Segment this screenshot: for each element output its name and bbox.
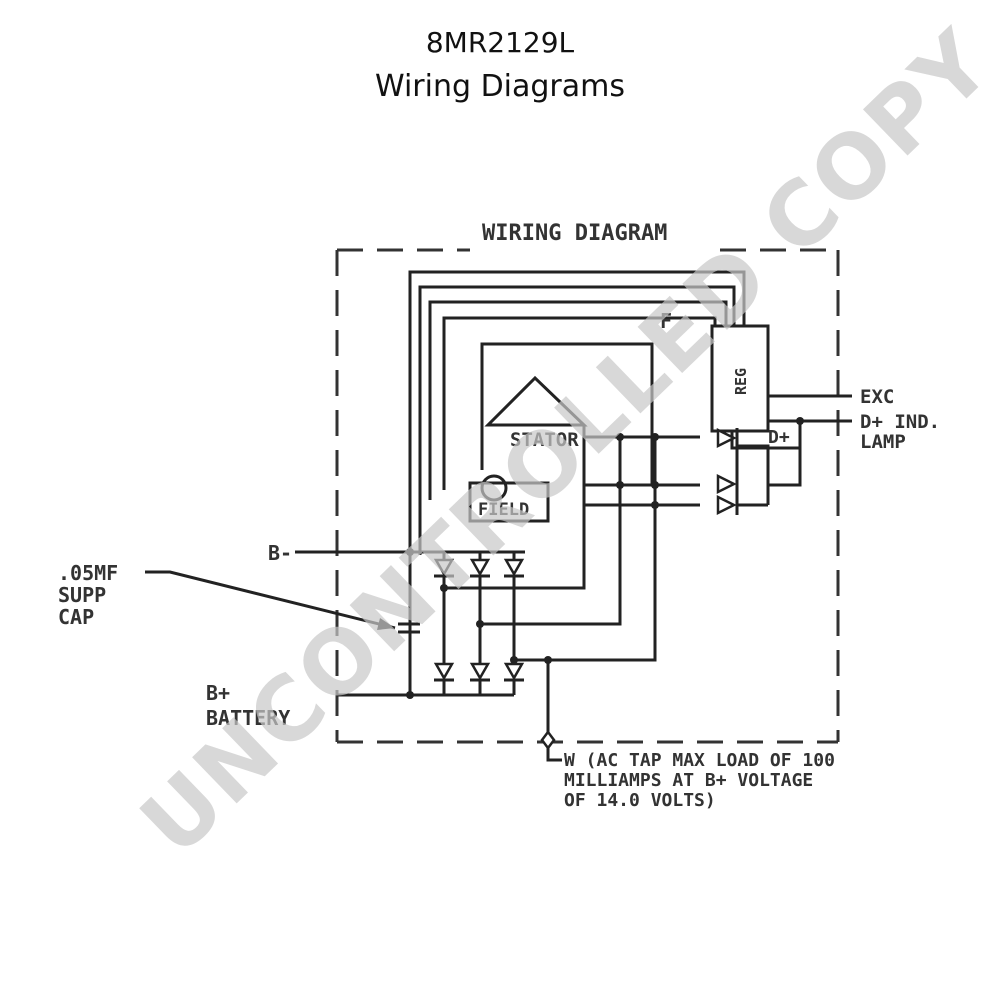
field-label: FIELD <box>478 500 529 520</box>
field-box <box>468 481 550 523</box>
cap-label-line2: SUPP <box>58 583 106 607</box>
phase-wires <box>444 425 700 662</box>
w-tap-wire <box>514 658 562 762</box>
b-plus-label: B+ <box>206 681 230 705</box>
stator-label: STATOR <box>510 429 579 451</box>
cap-label-line3: CAP <box>58 605 94 629</box>
field-wires <box>408 270 746 695</box>
diode-trio <box>716 421 802 516</box>
rectifier-positive-diodes <box>433 662 525 695</box>
rotor-symbol <box>480 474 508 502</box>
supp-capacitor <box>398 548 420 695</box>
page-title-part-number: 8MR2129L <box>425 26 575 59</box>
w-terminal <box>540 729 556 751</box>
cap-leader-arrow <box>377 618 395 630</box>
cap-leader-line <box>145 570 396 630</box>
d-plus-ind-label: D+ IND. <box>860 411 940 433</box>
battery-label: BATTERY <box>206 706 290 730</box>
lamp-label: LAMP <box>860 431 906 453</box>
w-note-line2: MILLIAMPS AT B+ VOLTAGE <box>564 770 813 791</box>
b-minus-label: B- <box>268 541 292 565</box>
f-label: F <box>660 309 672 333</box>
stator-delta <box>484 375 588 427</box>
housing-outline <box>335 248 840 744</box>
rectifier-negative-diodes <box>433 552 525 578</box>
w-tap-junction <box>544 656 552 664</box>
exc-label: EXC <box>860 386 894 408</box>
w-note-line3: OF 14.0 VOLTS) <box>564 790 716 811</box>
page-subtitle: Wiring Diagrams <box>374 69 626 104</box>
d-plus-label: D+ <box>768 427 790 448</box>
regulator-box <box>710 324 770 433</box>
cap-label-line1: .05MF <box>58 561 118 585</box>
diagram-title: WIRING DIAGRAM <box>482 221 667 246</box>
w-note-line1: W (AC TAP MAX LOAD OF 100 <box>564 750 835 771</box>
regulator-label: REG <box>732 368 750 395</box>
